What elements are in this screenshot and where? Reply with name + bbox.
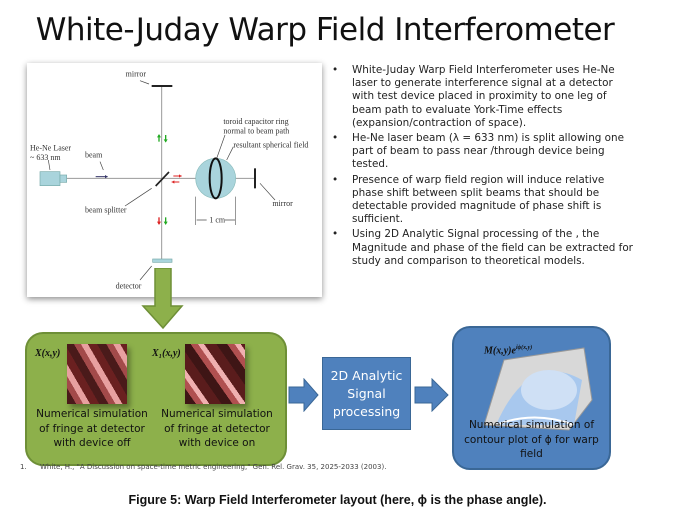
bullet-item: Using 2D Analytic Signal processing of t… (330, 228, 635, 268)
right-arrow-icon (288, 378, 319, 412)
bullet-item: Presence of warp field region will induc… (330, 174, 635, 227)
result-panel: M(x,y)eiϕ(x,y) Numerical simulation of c… (452, 326, 611, 470)
label-mirror-top: mirror (126, 70, 147, 79)
down-arrow-icon (141, 268, 184, 330)
detector (152, 258, 173, 263)
laser (39, 171, 61, 186)
figure-caption: Figure 5: Warp Field Interferometer layo… (128, 493, 547, 507)
fringe-off-image (67, 344, 127, 404)
toroid-ring (208, 157, 223, 200)
fringe-on-caption: Numerical simulation of fringe at detect… (161, 408, 273, 449)
label-detector: detector (116, 281, 142, 290)
label-scale: 1 cm (209, 215, 226, 224)
processing-box: 2D Analytic Signal processing (322, 357, 411, 430)
reference: 1.White, H., "A Discussion on space-time… (20, 463, 387, 471)
slide-title: White-Juday Warp Field Interferometer (35, 12, 615, 48)
math-m: M(x,y)eiϕ(x,y) (484, 345, 533, 357)
bullet-item: White-Juday Warp Field Interferometer us… (330, 64, 635, 130)
label-laser: He-Ne Laser (30, 144, 71, 153)
beam-splitter (155, 171, 170, 187)
result-caption: Numerical simulation of contour plot of … (464, 419, 599, 460)
interferometer-schematic: mirror He-Ne Laser ~ 633 nm beam beam sp… (30, 70, 308, 291)
label-toroid: toroid capacitor ring (223, 117, 288, 126)
spherical-field (195, 157, 236, 199)
label-beam-splitter: beam splitter (85, 206, 127, 215)
label-beam: beam (85, 150, 103, 159)
right-arrow-icon (414, 378, 449, 412)
bullet-item: He-Ne laser beam (λ = 633 nm) is split a… (330, 132, 635, 172)
label-mirror-right: mirror (272, 199, 293, 208)
math-x: X(x,y) (35, 348, 61, 359)
surface-plot (483, 347, 593, 431)
label-toroid-2: normal to beam path (223, 126, 289, 135)
bullet-list: White-Juday Warp Field Interferometer us… (330, 64, 635, 270)
fringe-on-image (185, 344, 245, 404)
label-wavelength: ~ 633 nm (30, 153, 61, 162)
fringe-off-caption: Numerical simulation of fringe at detect… (36, 408, 148, 449)
math-x1: X₁(x,y) (152, 348, 181, 359)
fringe-panel: X(x,y) X₁(x,y) Numerical simulation of f… (25, 332, 287, 466)
label-spherical-field: resultant spherical field (233, 140, 308, 149)
interferometer-diagram: mirror He-Ne Laser ~ 633 nm beam beam sp… (27, 63, 322, 297)
